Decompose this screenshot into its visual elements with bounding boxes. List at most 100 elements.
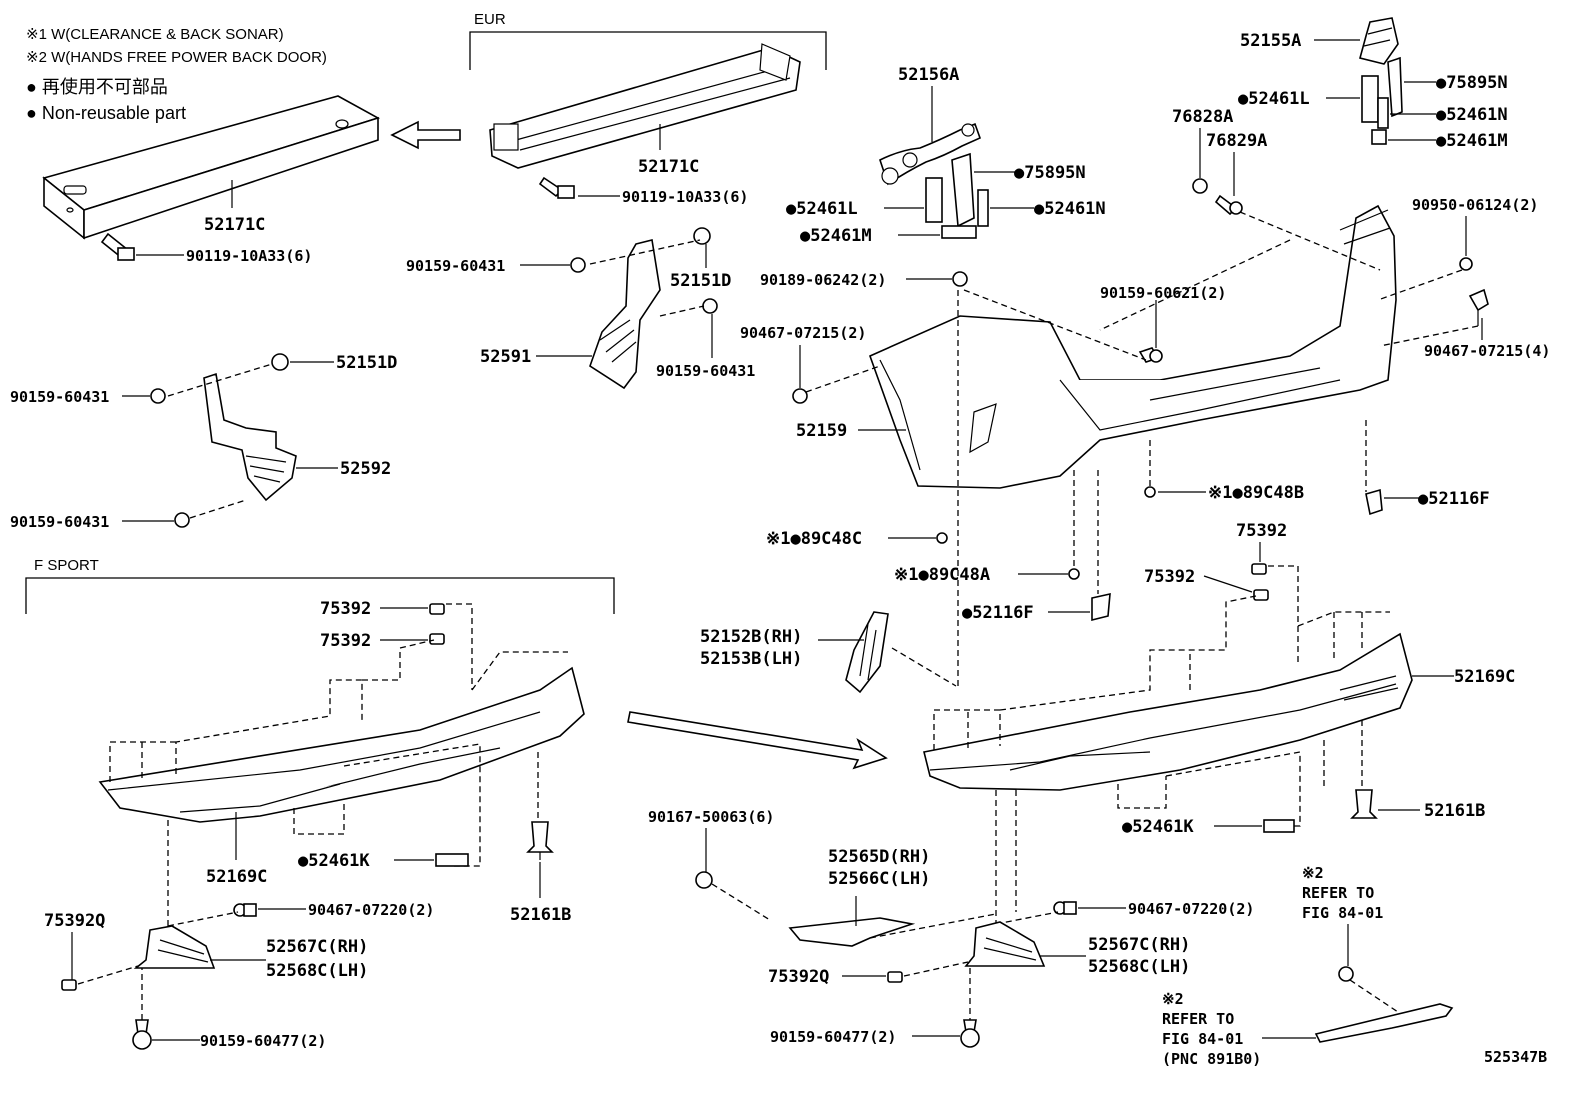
label-90467-07215-2: 90467-07215(2) xyxy=(740,324,866,342)
label-52461n-mid: ●52461N xyxy=(1034,199,1106,219)
label-52566c: 52566C(LH) xyxy=(828,869,930,889)
nut-icon xyxy=(952,271,968,287)
note-clearance-sonar: ※1 W(CLEARANCE & BACK SONAR) xyxy=(26,26,284,43)
label-52592: 52592 xyxy=(340,459,391,479)
wire-harness-52156a xyxy=(879,122,982,186)
pad-52461m-r xyxy=(1371,129,1387,145)
nut-icon xyxy=(271,353,289,371)
clip-icon xyxy=(429,633,445,645)
label-90467-07220-r: 90467-07220(2) xyxy=(1128,900,1254,918)
label-76829a: 76829A xyxy=(1206,131,1267,151)
label-75392-r-2: 75392 xyxy=(1144,567,1195,587)
side-bracket-52591 xyxy=(589,239,661,390)
sensor-bracket-891b0 xyxy=(1314,1003,1454,1043)
label-52461l-r: ●52461L xyxy=(1238,89,1310,109)
nut-icon xyxy=(693,227,711,245)
sensor-cover-75895n-r xyxy=(1387,56,1403,118)
ref2-mark: ※2 xyxy=(1162,990,1184,1008)
sensor-icon xyxy=(1068,568,1080,580)
pad-52461k-r xyxy=(1263,819,1295,833)
label-90467-07215-4: 90467-07215(4) xyxy=(1424,342,1550,360)
garnish-52565d xyxy=(788,917,916,947)
label-75392q-fs: 75392Q xyxy=(44,911,105,931)
bracket-52567c-r xyxy=(964,921,1046,967)
label-90950: 90950-06124(2) xyxy=(1412,196,1538,214)
clip-icon xyxy=(1468,288,1489,326)
label-52567c-fs: 52567C(RH) xyxy=(266,937,368,957)
label-52461m-r: ●52461M xyxy=(1436,131,1508,151)
label-52151d-b: 52151D xyxy=(336,353,397,373)
label-90159-60431-b: 90159-60431 xyxy=(656,362,755,380)
clip-icon xyxy=(1251,563,1267,575)
label-75392q-r: 75392Q xyxy=(768,967,829,987)
reflector-52152b xyxy=(845,611,889,694)
clip-icon xyxy=(233,903,257,917)
pad-52461k-fs xyxy=(435,853,469,867)
label-52171c-eur: 52171C xyxy=(638,157,699,177)
label-52161b-fs: 52161B xyxy=(510,905,571,925)
left-arrow-icon xyxy=(390,120,461,150)
reinforcement-beam-left xyxy=(42,95,381,240)
label-90159-60431-a: 90159-60431 xyxy=(406,257,505,275)
nut-icon xyxy=(695,871,713,889)
label-52461k-fs: ●52461K xyxy=(298,851,370,871)
label-52461n-r: ●52461N xyxy=(1436,105,1508,125)
label-89c48a: ※1●89C48A xyxy=(894,565,990,585)
ref2-pnc: (PNC 891B0) xyxy=(1162,1050,1261,1068)
wire-harness-52155a xyxy=(1359,17,1399,65)
legend-english: ● Non-reusable part xyxy=(26,103,186,123)
label-90119-eur: 90119-10A33(6) xyxy=(622,188,748,206)
label-90159-60477-fs: 90159-60477(2) xyxy=(200,1032,326,1050)
label-52591: 52591 xyxy=(480,347,531,367)
label-90167: 90167-50063(6) xyxy=(648,808,774,826)
label-52169c-fs: 52169C xyxy=(206,867,267,887)
bracket-52567c-fs xyxy=(133,925,216,969)
label-89c48b: ※1●89C48B xyxy=(1208,483,1304,503)
grommet-icon xyxy=(1459,257,1473,271)
nut-icon xyxy=(570,257,586,273)
bolt-icon xyxy=(538,176,575,199)
screw-icon xyxy=(1214,194,1243,216)
pad-52461m xyxy=(941,225,977,239)
reinforcement-beam-eur xyxy=(489,43,801,169)
clip-icon xyxy=(61,979,77,991)
label-90467-07220-fs: 90467-07220(2) xyxy=(308,901,434,919)
rear-bumper-cover-52159 xyxy=(868,204,1397,489)
label-52155a: 52155A xyxy=(1240,31,1301,51)
label-90159-60621: 90159-60621(2) xyxy=(1100,284,1226,302)
label-52161b-r: 52161B xyxy=(1424,801,1485,821)
rear-diffuser-fsport-52169c xyxy=(98,666,585,823)
label-90119-left: 90119-10A33(6) xyxy=(186,247,312,265)
nut-icon xyxy=(150,388,166,404)
pad-52461l-r xyxy=(1361,75,1379,123)
label-52568c-fs: 52568C(LH) xyxy=(266,961,368,981)
screw-icon xyxy=(132,1019,152,1050)
sensor-icon xyxy=(1144,486,1156,498)
label-90159-60431-c: 90159-60431 xyxy=(10,388,109,406)
nut-icon xyxy=(702,298,718,314)
nut-icon xyxy=(1138,347,1163,363)
figure-id: 525347B xyxy=(1484,1048,1547,1066)
label-52568c-r: 52568C(LH) xyxy=(1088,957,1190,977)
group-label-fsport: F SPORT xyxy=(34,557,99,574)
label-90189: 90189-06242(2) xyxy=(760,271,886,289)
label-52461l-mid: ●52461L xyxy=(786,199,858,219)
label-75392-fs-2: 75392 xyxy=(320,631,371,651)
label-89c48c: ※1●89C48C xyxy=(766,529,862,549)
bolt-icon xyxy=(100,232,135,261)
rear-diffuser-52169c xyxy=(923,632,1413,791)
legend-japanese: ● 再使用不可部品 xyxy=(26,77,168,97)
label-75895n: ●75895N xyxy=(1014,163,1086,183)
clip-icon xyxy=(887,971,903,983)
nut-icon xyxy=(174,512,190,528)
pad-52461n xyxy=(977,189,989,227)
label-52151d-a: 52151D xyxy=(670,271,731,291)
clip-icon xyxy=(429,603,445,615)
sensor-cover-75895n xyxy=(951,152,975,228)
label-52171c-left: 52171C xyxy=(204,215,265,235)
fastener-52161b-r xyxy=(1350,789,1378,819)
ref1-refer: REFER TO xyxy=(1302,884,1374,902)
clip-icon xyxy=(1253,589,1269,601)
sensor-icon xyxy=(936,532,948,544)
label-52169c-r: 52169C xyxy=(1454,667,1515,687)
